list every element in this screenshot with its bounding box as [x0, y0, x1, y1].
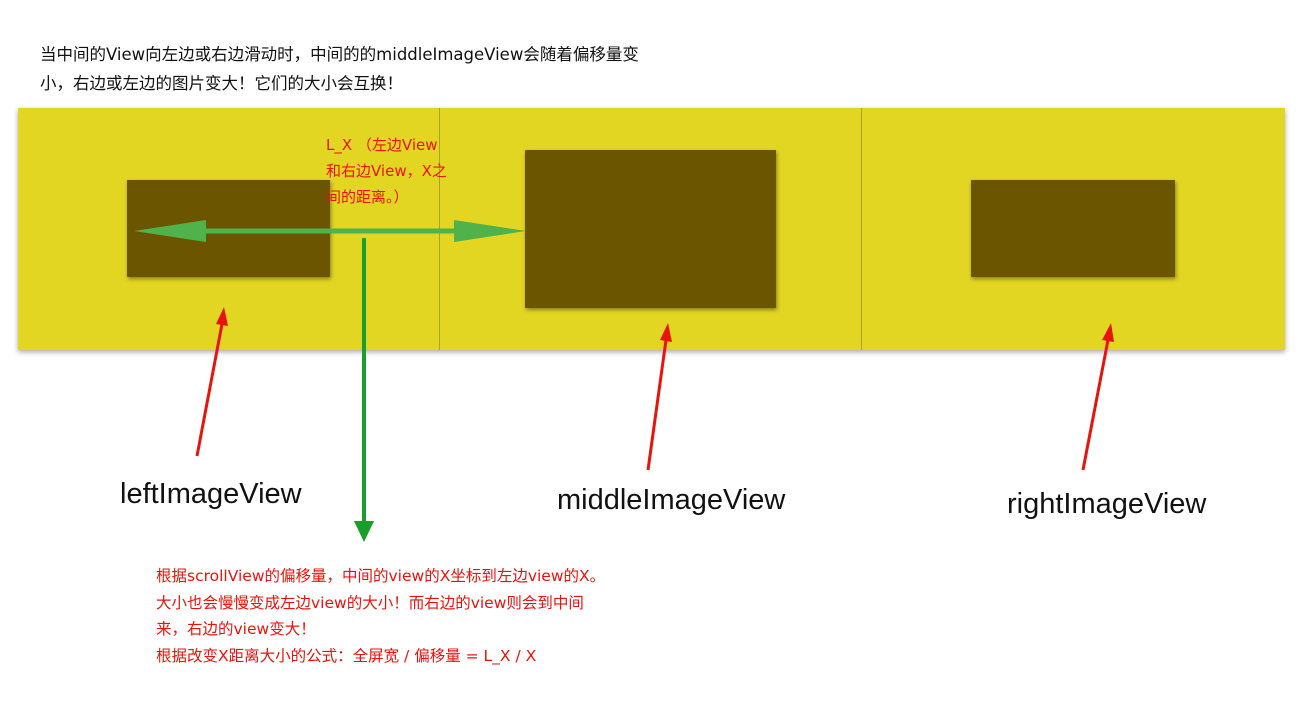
left-image-view-label: leftImageView	[120, 478, 302, 510]
intro-line-2: 小，右边或左边的图片变大！它们的大小会互换！	[40, 74, 403, 93]
explanation-line-1: 根据scrollView的偏移量，中间的view的X坐标到左边view的X。	[156, 567, 606, 585]
intro-text: 当中间的View向左边或右边滑动时，中间的的middleImageView会随着…	[40, 40, 730, 98]
lx-note-line-1: L_X （左边View	[326, 136, 438, 154]
left-view-pointer-arrow	[195, 307, 228, 457]
right-view-pointer-arrow	[1081, 323, 1114, 471]
explanation-line-2: 大小也会慢慢变成左边view的大小！而右边的view则会到中间	[156, 593, 584, 612]
right-image-view-label: rightImageView	[1007, 488, 1207, 520]
middle-image-view-label: middleImageView	[557, 484, 786, 516]
view-divider-right	[861, 108, 862, 350]
intro-line-1: 当中间的View向左边或右边滑动时，中间的的middleImageView会随着…	[40, 45, 639, 64]
explanation-line-4: 根据改变X距离大小的公式：全屏宽 / 偏移量 = L_X / X	[156, 646, 537, 665]
explanation-line-3: 来，右边的view变大！	[156, 620, 316, 638]
lx-note-line-3: 间的距离。）	[326, 188, 409, 206]
down-arrow-to-explanation	[354, 238, 374, 542]
lx-note-line-2: 和右边View，X之	[326, 162, 447, 180]
explanation-text: 根据scrollView的偏移量，中间的view的X坐标到左边view的X。 大…	[156, 563, 716, 669]
distance-double-arrow	[134, 220, 526, 242]
middle-view-pointer-arrow	[646, 323, 672, 471]
lx-distance-note: L_X （左边View 和右边View，X之 间的距离。）	[326, 132, 476, 210]
middle-image-view-box	[525, 150, 776, 308]
right-image-view-box	[971, 180, 1175, 277]
